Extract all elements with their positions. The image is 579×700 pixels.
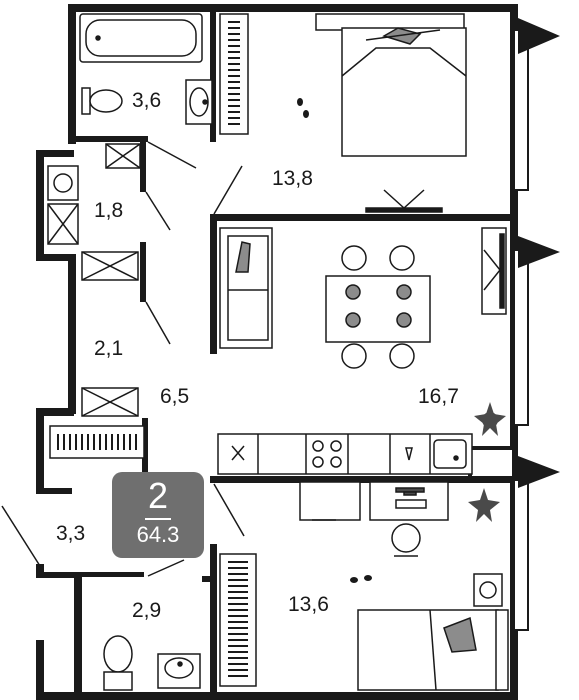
washing-machine bbox=[47, 165, 79, 201]
apartment-badge: 2 64.3 bbox=[112, 472, 204, 558]
sink-top bbox=[185, 79, 213, 125]
tv-living bbox=[481, 227, 507, 315]
room-area-utility: 1,8 bbox=[94, 199, 124, 222]
badge-divider bbox=[145, 518, 171, 520]
kitchen-counter bbox=[217, 433, 473, 475]
room-area-bathroom-bottom: 2,9 bbox=[132, 599, 162, 622]
room-area-bathroom-top: 3,6 bbox=[132, 89, 162, 112]
washer-bottom bbox=[473, 573, 503, 607]
wardrobe-bottom bbox=[219, 553, 257, 687]
room-area-storage: 2,1 bbox=[94, 337, 124, 360]
wardrobe-hall bbox=[49, 425, 145, 459]
room-area-hallway: 6,5 bbox=[160, 385, 190, 408]
slippers-top bbox=[297, 98, 309, 118]
rooms-count: 2 bbox=[147, 475, 169, 516]
wardrobe-top bbox=[219, 13, 249, 135]
bathtub bbox=[79, 13, 203, 63]
room-area-entry: 3,3 bbox=[56, 522, 86, 545]
desk-chair bbox=[391, 523, 421, 557]
sink-bottom bbox=[157, 653, 201, 689]
doors bbox=[1, 141, 245, 577]
bed-top bbox=[315, 13, 467, 157]
tv-top bbox=[365, 189, 443, 213]
room-area-bedroom-bottom: 13,6 bbox=[288, 593, 329, 616]
bed-bottom bbox=[357, 609, 509, 691]
room-area-living-kitchen: 16,7 bbox=[418, 385, 459, 408]
plant-living bbox=[474, 402, 506, 436]
sofa bbox=[219, 227, 273, 349]
toilet-top bbox=[81, 87, 123, 115]
total-area: 64.3 bbox=[136, 522, 180, 547]
utility-cabinets bbox=[47, 143, 141, 417]
desk bbox=[299, 481, 449, 521]
dining-table bbox=[325, 245, 431, 369]
plant-bedroom bbox=[468, 488, 500, 522]
room-area-bedroom-top: 13,8 bbox=[272, 167, 313, 190]
slippers-bottom bbox=[350, 575, 372, 583]
toilet-bottom bbox=[103, 635, 133, 691]
